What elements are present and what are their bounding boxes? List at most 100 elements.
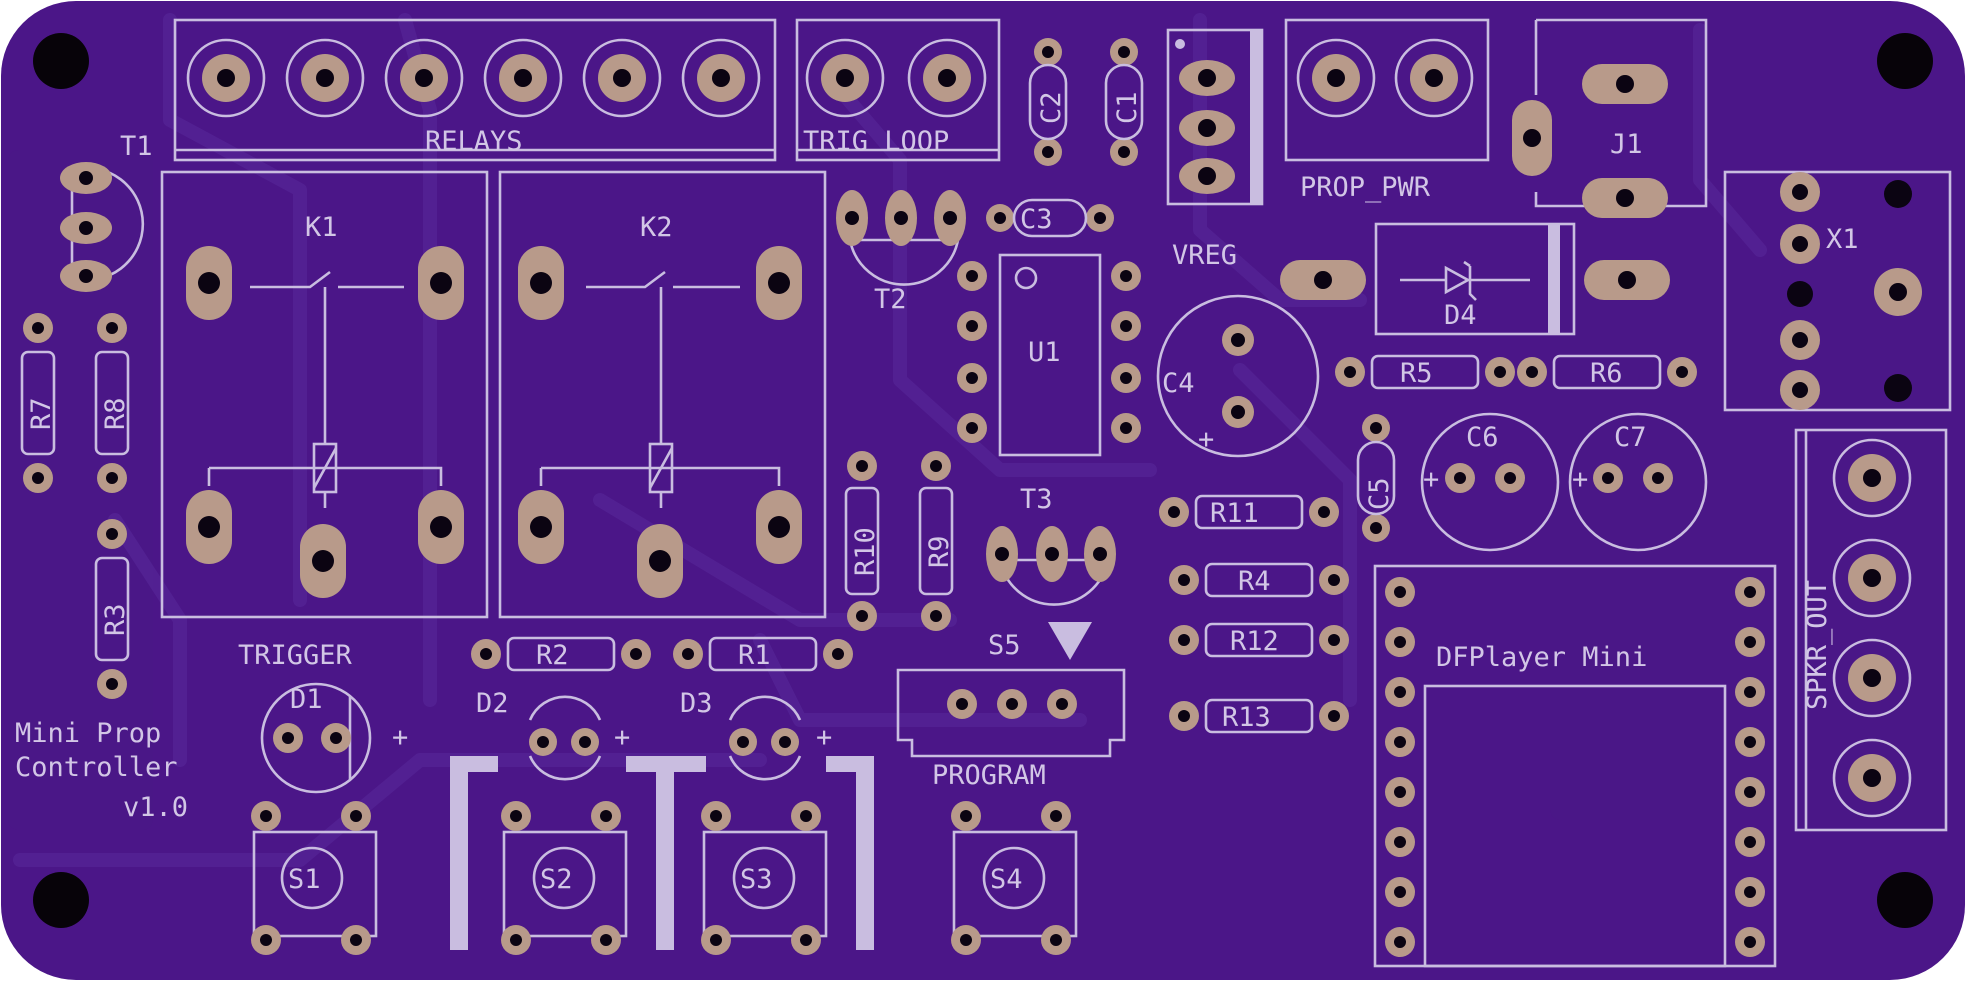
c6-label: C6 xyxy=(1466,422,1499,453)
resistor-r10: R10 xyxy=(844,451,881,631)
c5-label: C5 xyxy=(1364,477,1395,510)
r8-label: R8 xyxy=(100,397,131,430)
t1-label: T1 xyxy=(120,131,153,162)
d3-plus: + xyxy=(816,722,832,753)
s3-label: S3 xyxy=(740,864,773,895)
board-title: Mini Prop Controller v1.0 xyxy=(15,718,188,823)
capacitor-c2: C2 xyxy=(1028,38,1068,166)
capacitor-c4: C4 + xyxy=(1156,294,1320,458)
title-line-2: Controller xyxy=(15,752,178,783)
prop-pwr-terminal[interactable]: PROP_PWR xyxy=(1284,18,1490,203)
s2-label: S2 xyxy=(540,864,573,895)
resistor-r5: R5 xyxy=(1335,354,1515,390)
t2-label: T2 xyxy=(874,284,907,315)
button-s3[interactable]: S3 xyxy=(701,801,828,955)
dfplayer-right-pins xyxy=(1735,577,1765,957)
k2-label: K2 xyxy=(640,212,673,243)
capacitor-c6: C6 + xyxy=(1420,412,1560,552)
resistor-r12: R12 xyxy=(1169,622,1349,658)
resistor-r1: R1 xyxy=(673,636,853,672)
mount-hole-tr xyxy=(1877,33,1933,89)
r13-label: R13 xyxy=(1222,702,1271,733)
s1-label: S1 xyxy=(288,864,321,895)
diode-d4: D4 xyxy=(1280,222,1670,336)
resistor-r2: R2 xyxy=(471,636,651,672)
r11-label: R11 xyxy=(1210,498,1259,529)
s4-label: S4 xyxy=(990,864,1023,895)
relays-terminal[interactable]: RELAYS xyxy=(173,18,777,162)
program-header-s5[interactable]: S5 PROGRAM xyxy=(896,622,1126,791)
d2-plus: + xyxy=(614,722,630,753)
c7-label: C7 xyxy=(1614,422,1647,453)
r3-label: R3 xyxy=(100,603,131,636)
j1-label: J1 xyxy=(1610,129,1643,160)
r1-label: R1 xyxy=(738,640,771,671)
t3-label: T3 xyxy=(1020,484,1053,515)
led-d3: D3 + xyxy=(680,688,832,781)
capacitor-c1: C1 xyxy=(1104,38,1144,166)
button-s2[interactable]: S2 xyxy=(501,801,628,955)
program-label: PROGRAM xyxy=(932,760,1046,791)
resistor-r9: R9 xyxy=(918,451,955,631)
u1-label: U1 xyxy=(1028,337,1061,368)
resistor-r6: R6 xyxy=(1517,354,1697,390)
r9-label: R9 xyxy=(924,535,955,568)
c2-label: C2 xyxy=(1036,91,1067,124)
c3-label: C3 xyxy=(1020,204,1053,235)
resistor-r4: R4 xyxy=(1169,562,1349,598)
mount-hole-br xyxy=(1877,872,1933,928)
mounting-holes xyxy=(33,33,1933,928)
title-line-3: v1.0 xyxy=(123,792,188,823)
c4-label: C4 xyxy=(1162,368,1195,399)
led-d1: D1 + xyxy=(260,682,408,794)
ic-u1: U1 xyxy=(957,253,1141,457)
transistor-t1: T1 xyxy=(60,131,153,292)
vreg-label: VREG xyxy=(1172,240,1237,271)
c6-plus: + xyxy=(1423,464,1439,495)
dfplayer-mini-module: DFPlayer Mini xyxy=(1373,564,1777,968)
button-s1[interactable]: S1 xyxy=(251,801,378,955)
transistor-t3: T3 xyxy=(986,484,1116,606)
r4-label: R4 xyxy=(1238,566,1271,597)
c7-plus: + xyxy=(1572,464,1588,495)
resistor-r13: R13 xyxy=(1169,698,1349,734)
dfplayer-left-pins xyxy=(1385,577,1415,957)
capacitor-c3: C3 xyxy=(986,198,1114,238)
r10-label: R10 xyxy=(850,527,881,576)
r6-label: R6 xyxy=(1590,358,1623,389)
spkr-out-terminal[interactable]: SPKR_OUT xyxy=(1794,428,1948,832)
dfplayer-label: DFPlayer Mini xyxy=(1436,642,1647,673)
spkr-out-label: SPKR_OUT xyxy=(1802,580,1833,710)
relay-k1: K1 xyxy=(160,170,489,619)
r12-label: R12 xyxy=(1230,626,1279,657)
transistor-t2: T2 xyxy=(836,190,966,315)
d1-label: D1 xyxy=(290,684,323,715)
led-d2: D2 + xyxy=(476,688,630,781)
d1-plus: + xyxy=(392,722,408,753)
trig-loop-terminal[interactable]: TRIG LOOP xyxy=(795,18,1001,162)
resistor-r11: R11 xyxy=(1159,494,1339,530)
header-x1: X1 xyxy=(1723,170,1952,412)
trigger-label: TRIGGER xyxy=(238,640,353,671)
button-s4[interactable]: S4 xyxy=(951,801,1078,955)
capacitor-c5: C5 xyxy=(1356,414,1396,542)
mount-hole-tl xyxy=(33,33,89,89)
silkscreen-bars xyxy=(450,756,874,950)
c1-label: C1 xyxy=(1112,91,1143,124)
resistor-r8: R8 xyxy=(94,313,131,493)
c4-plus: + xyxy=(1198,424,1214,455)
mount-hole-bl xyxy=(33,872,89,928)
r7-label: R7 xyxy=(26,397,57,430)
resistor-r7: R7 xyxy=(20,313,57,493)
prop-pwr-label: PROP_PWR xyxy=(1300,172,1431,203)
x1-label: X1 xyxy=(1826,224,1859,255)
resistor-r3: R3 xyxy=(94,519,131,699)
k1-label: K1 xyxy=(305,212,338,243)
trig-loop-label: TRIG LOOP xyxy=(803,126,949,157)
relays-label: RELAYS xyxy=(425,126,523,157)
voltage-regulator-vreg: VREG xyxy=(1166,28,1264,271)
dc-jack-j1[interactable]: J1 xyxy=(1512,18,1708,218)
s5-label: S5 xyxy=(988,630,1021,661)
relay-k2: K2 xyxy=(498,170,827,619)
